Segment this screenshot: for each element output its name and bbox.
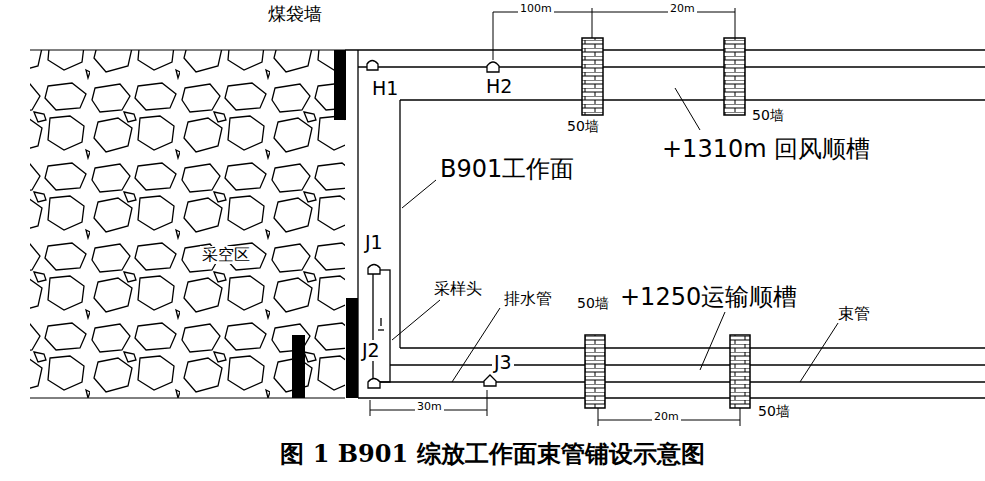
point-name: J3 <box>492 352 514 373</box>
face-name: B901工作面 <box>438 156 576 182</box>
callout-label: 束管 <box>836 305 872 323</box>
callout-label: 采样头 <box>432 280 484 298</box>
point-name: H2 <box>484 76 514 97</box>
roadway-name: +1310m 回风顺槽 <box>660 136 872 162</box>
point-name: J2 <box>360 340 382 361</box>
roadway-name: +1250运输顺槽 <box>618 284 799 310</box>
wall-label: 50墙 <box>575 296 611 311</box>
wall-label: 50墙 <box>756 404 792 419</box>
dimension: 20m <box>652 411 681 423</box>
dimension: 20m <box>668 3 697 15</box>
wall-label: 煤袋墙 <box>266 4 324 24</box>
point-name: J1 <box>363 232 385 253</box>
dimension: 30m <box>415 401 444 413</box>
area-name: 采空区 <box>200 246 252 264</box>
point-name: H1 <box>370 78 400 99</box>
figure-caption: 图 1 B901 综放工作面束管铺设示意图 <box>0 438 985 470</box>
callout-label: 排水管 <box>502 290 554 308</box>
wall-label: 50墙 <box>750 108 786 123</box>
wall-label: 50墙 <box>565 119 601 134</box>
dimension: 100m <box>518 3 554 15</box>
